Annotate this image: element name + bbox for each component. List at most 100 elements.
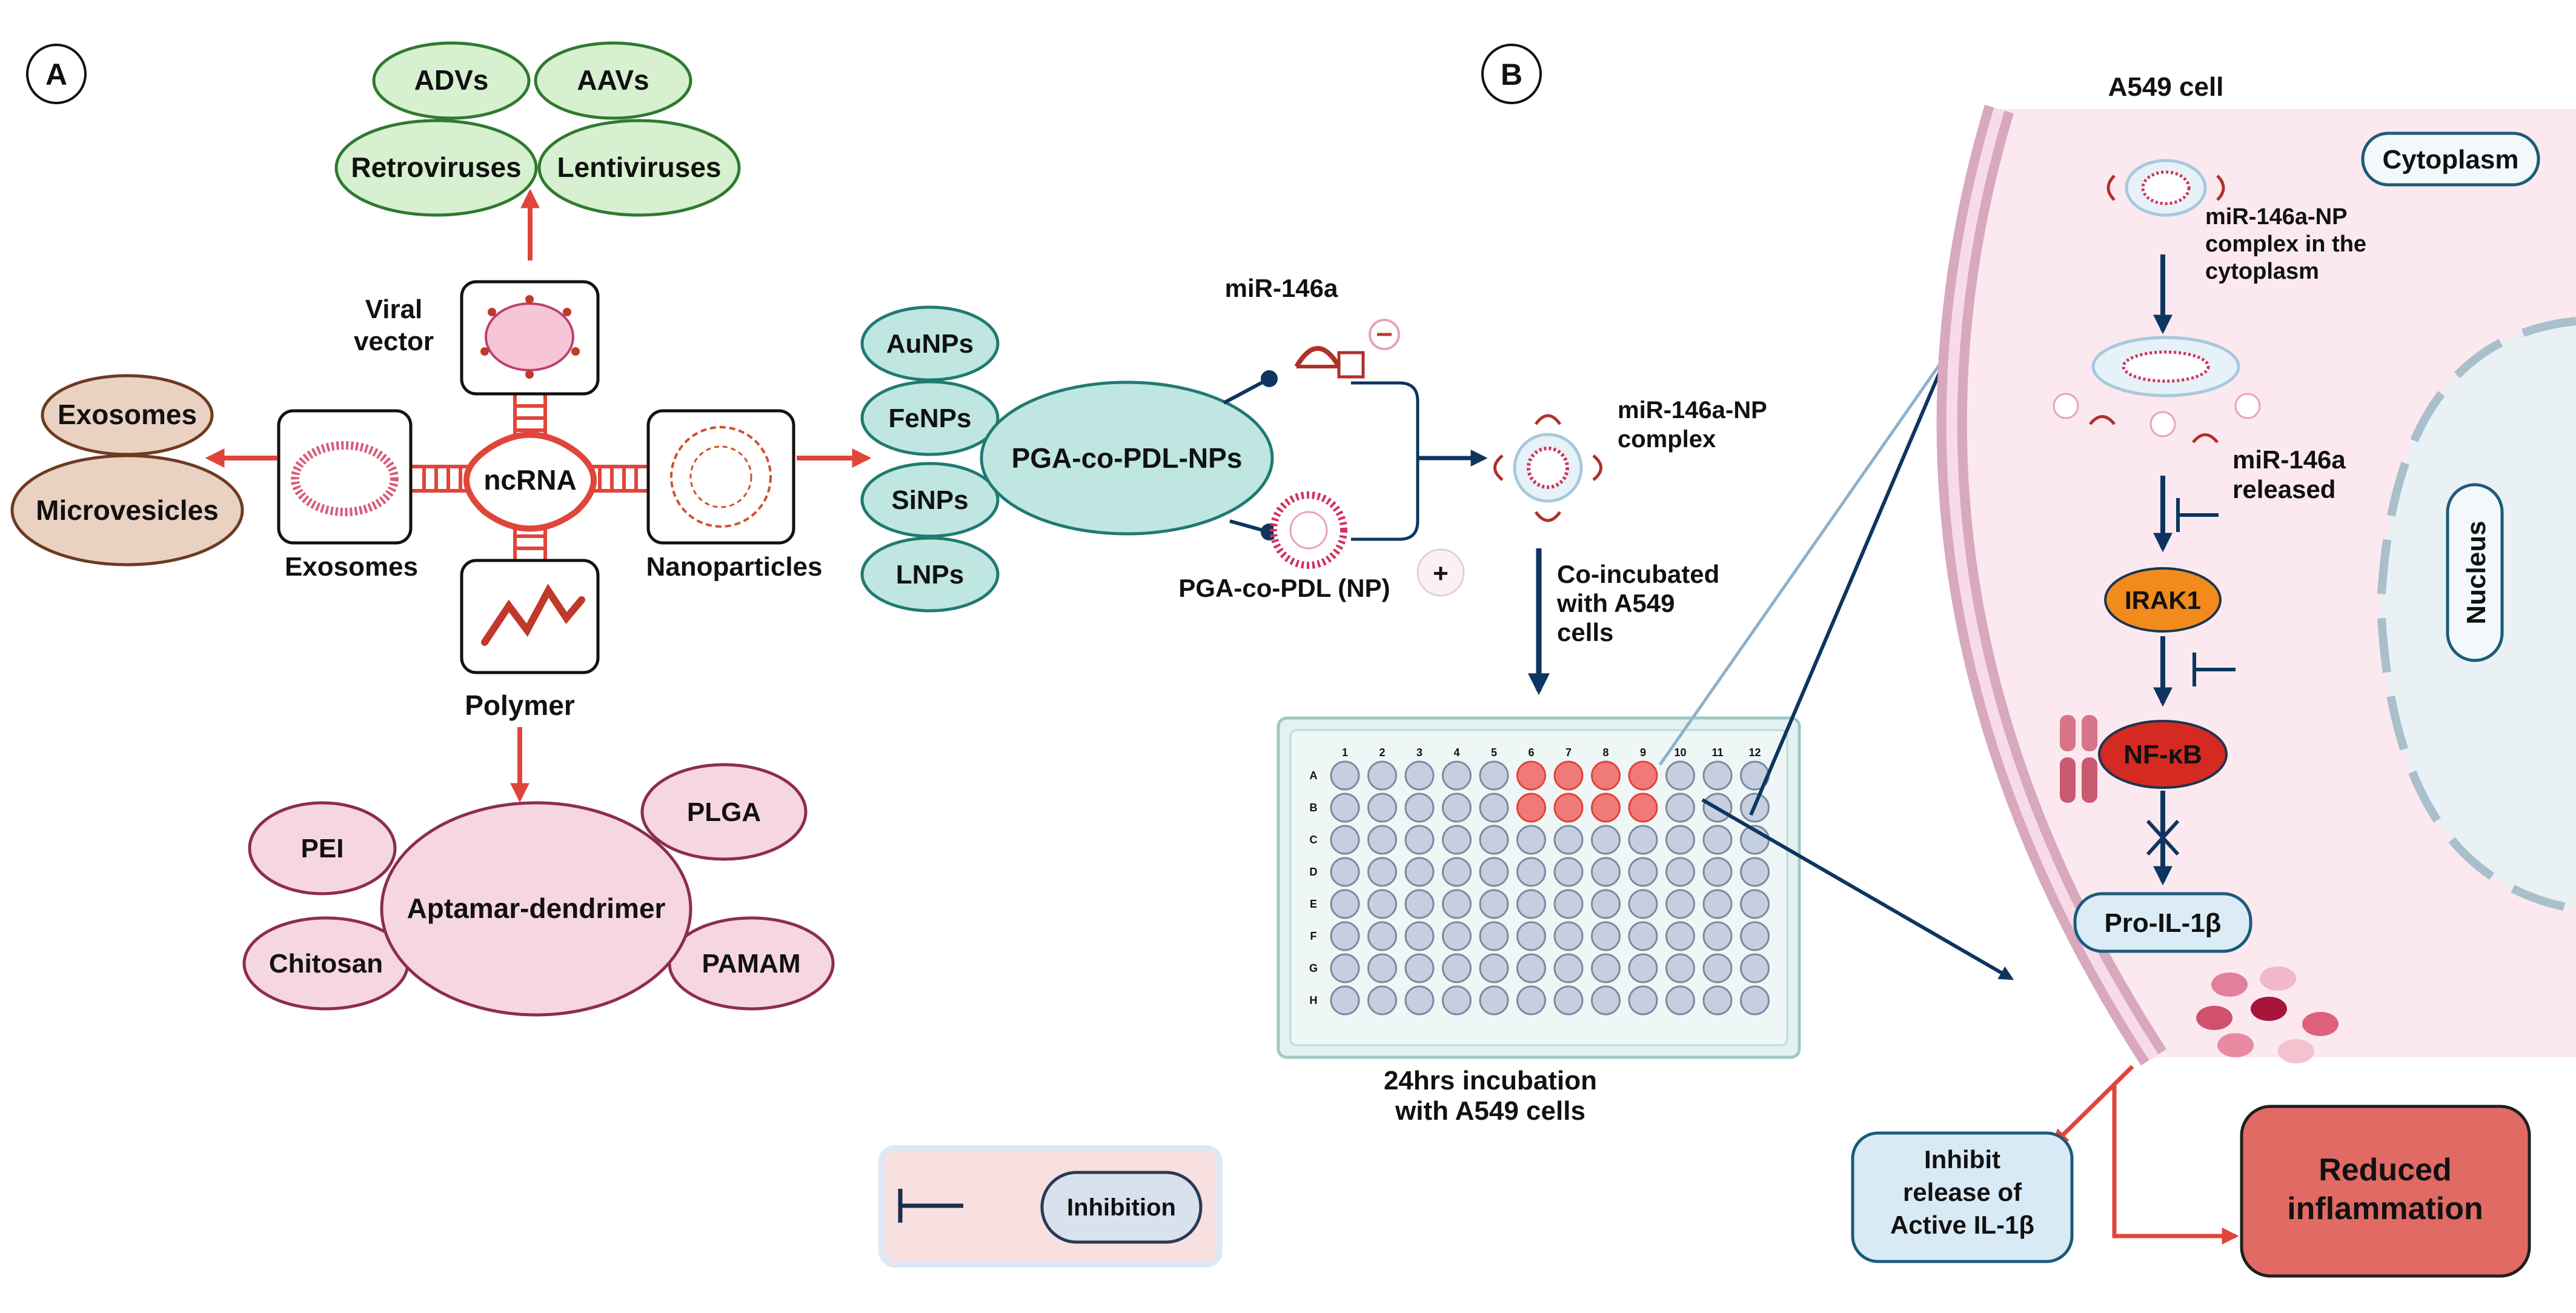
- proil-badge: [2073, 892, 2252, 953]
- cell-title: A549 cell: [2108, 72, 2224, 102]
- well: [1442, 760, 1472, 791]
- well-treated: [1516, 760, 1546, 791]
- panel-a: A ADVs AAVs Retroviruses Lentiviruses nc…: [10, 41, 1274, 1017]
- np-ellipse: [860, 380, 1000, 456]
- well: [1479, 889, 1509, 919]
- polymer-item: PLGA: [687, 797, 761, 827]
- aptamer-label: Aptamar-dendrimer: [407, 893, 666, 924]
- plga-ellipse: [640, 763, 808, 861]
- well-treated: [1628, 793, 1658, 823]
- cytokine-granules: [2196, 966, 2339, 1063]
- well-treated: [1591, 760, 1621, 791]
- well: [1591, 889, 1621, 919]
- well: [1553, 857, 1584, 887]
- well: [1330, 985, 1360, 1015]
- arrow-to-reduced: [2112, 1085, 2239, 1245]
- viral-item: AAVs: [577, 64, 649, 96]
- adv-ellipse: [372, 41, 531, 120]
- np-item: SiNPs: [891, 485, 968, 515]
- complex-label: miR-146a-NP: [1618, 397, 1767, 424]
- proil-label: Pro-IL-1β: [2104, 908, 2221, 938]
- viral-vector-label: Viral: [365, 294, 423, 324]
- well: [1591, 921, 1621, 951]
- well: [1665, 985, 1695, 1015]
- complex-cytoplasm-label: cytoplasm: [2205, 259, 2319, 284]
- well-treated: [1516, 793, 1546, 823]
- well: [1628, 921, 1658, 951]
- well: [1702, 985, 1733, 1015]
- well: [1702, 857, 1733, 887]
- well: [1628, 985, 1658, 1015]
- polymer-label: Polymer: [465, 690, 575, 721]
- pga-np-ellipse: [980, 381, 1274, 536]
- inhibit-label: Inhibit: [1924, 1145, 2000, 1174]
- well: [1404, 985, 1435, 1015]
- complex-label: complex: [1618, 426, 1716, 453]
- well: [1442, 985, 1472, 1015]
- column-label: 5: [1491, 746, 1497, 759]
- well: [1479, 760, 1509, 791]
- retrovirus-ellipse: [334, 119, 538, 217]
- vesicle-item: Microvesicles: [36, 494, 219, 526]
- cell-body: [1951, 109, 2576, 1057]
- well: [1330, 825, 1360, 855]
- well: [1404, 921, 1435, 951]
- well: [1740, 889, 1770, 919]
- well: [1516, 921, 1546, 951]
- viral-item: Retroviruses: [351, 151, 521, 183]
- well: [1367, 889, 1397, 919]
- well: [1516, 889, 1546, 919]
- nanoparticles-label: Nanoparticles: [646, 552, 823, 582]
- well: [1330, 953, 1360, 983]
- column-label: 8: [1602, 746, 1608, 759]
- well: [1665, 825, 1695, 855]
- viral-vector-label: vector: [354, 327, 434, 356]
- aav-ellipse: [534, 41, 692, 120]
- well: [1404, 793, 1435, 823]
- well: [1442, 793, 1472, 823]
- cytoplasm-complex-icon: [2106, 159, 2225, 217]
- exosomes-label: Exosomes: [285, 552, 418, 582]
- row-label: A: [1310, 770, 1318, 782]
- well: [1367, 985, 1397, 1015]
- cytoplasm-badge: [2361, 131, 2540, 187]
- pga-np-label: PGA-co-PDL-NPs: [1012, 442, 1243, 474]
- well: [1516, 857, 1546, 887]
- ncrna-label: ncRNA: [483, 464, 576, 496]
- well: [1404, 760, 1435, 791]
- row-label: D: [1310, 866, 1318, 878]
- well: [1740, 921, 1770, 951]
- combine-bracket: [1351, 381, 1419, 541]
- inhibit-label: release of: [1903, 1178, 2022, 1206]
- well: [1442, 921, 1472, 951]
- panel-b: B miR-146a + PGA-co-PDL (NP): [878, 44, 2576, 1278]
- column-label: 6: [1528, 746, 1534, 759]
- np-ellipse: [860, 305, 1000, 382]
- column-label: 11: [1711, 746, 1723, 759]
- microvesicles-ellipse: [10, 454, 244, 567]
- well: [1553, 985, 1584, 1015]
- np-label: PGA-co-PDL (NP): [1178, 574, 1390, 602]
- nfkb-node: [2098, 720, 2228, 789]
- well: [1628, 889, 1658, 919]
- polymer-icon: [481, 583, 585, 646]
- mirna-icon: [1294, 346, 1365, 379]
- well: [1740, 857, 1770, 887]
- lentivirus-ellipse: [537, 119, 741, 217]
- reduced-label: inflammation: [2287, 1191, 2483, 1226]
- well: [1479, 953, 1509, 983]
- well: [1479, 793, 1509, 823]
- well: [1479, 985, 1509, 1015]
- well: [1665, 760, 1695, 791]
- legend-pill: [1040, 1171, 1203, 1244]
- coincubated-label: Co-incubated: [1557, 560, 1719, 588]
- well: [1702, 825, 1733, 855]
- well: [1404, 857, 1435, 887]
- well: [1516, 825, 1546, 855]
- panel-a-letter: A: [45, 58, 67, 91]
- well: [1367, 793, 1397, 823]
- well: [1665, 793, 1695, 823]
- ncrna-hub: [463, 431, 597, 532]
- well: [1702, 760, 1733, 791]
- released-label: released: [2232, 475, 2335, 504]
